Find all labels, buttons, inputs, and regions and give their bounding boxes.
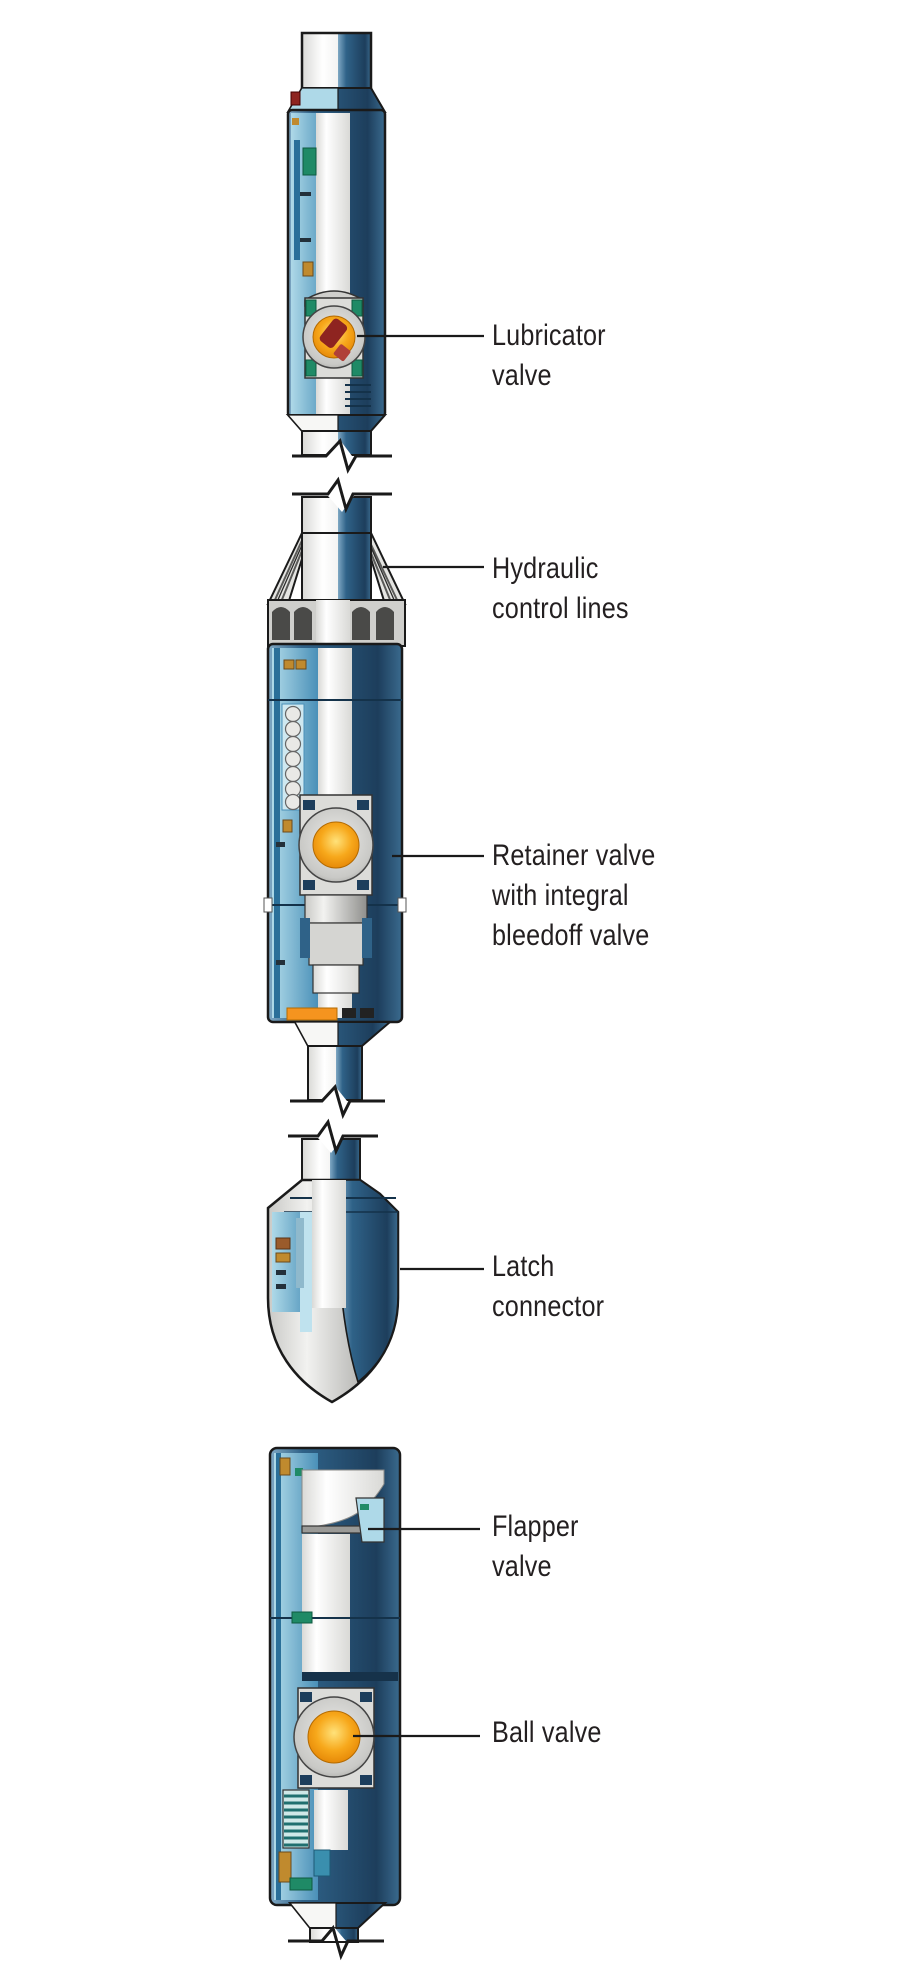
label-line: Hydraulic	[492, 552, 599, 585]
label-line: Flapper	[492, 1510, 579, 1543]
label-line: valve	[492, 359, 552, 392]
lubricator-valve-section	[285, 31, 392, 474]
label-line: Ball valve	[492, 1716, 602, 1749]
label-line: control lines	[492, 592, 629, 625]
label-line: Lubricator	[492, 319, 606, 352]
safety-valve-section	[268, 1446, 402, 1961]
ball-valve	[293, 1687, 375, 1789]
label-line: connector	[492, 1290, 605, 1323]
label-latch-connector: Latch connector	[492, 1247, 604, 1327]
label-line: Latch	[492, 1250, 555, 1283]
label-line: with integral	[492, 879, 629, 912]
latch-connector-section	[266, 1118, 400, 1404]
label-line: bleedoff valve	[492, 919, 650, 952]
label-ball-valve: Ball valve	[492, 1713, 602, 1753]
retainer-valve-section	[263, 476, 407, 1120]
flapper-valve	[301, 1497, 385, 1543]
label-retainer-valve: Retainer valve with integral bleedoff va…	[492, 836, 655, 956]
label-lubricator-valve: Lubricator valve	[492, 316, 606, 396]
label-hydraulic-control-lines: Hydraulic control lines	[492, 549, 629, 629]
label-flapper-valve: Flapper valve	[492, 1507, 579, 1587]
label-line: Retainer valve	[492, 839, 656, 872]
label-line: valve	[492, 1550, 552, 1583]
